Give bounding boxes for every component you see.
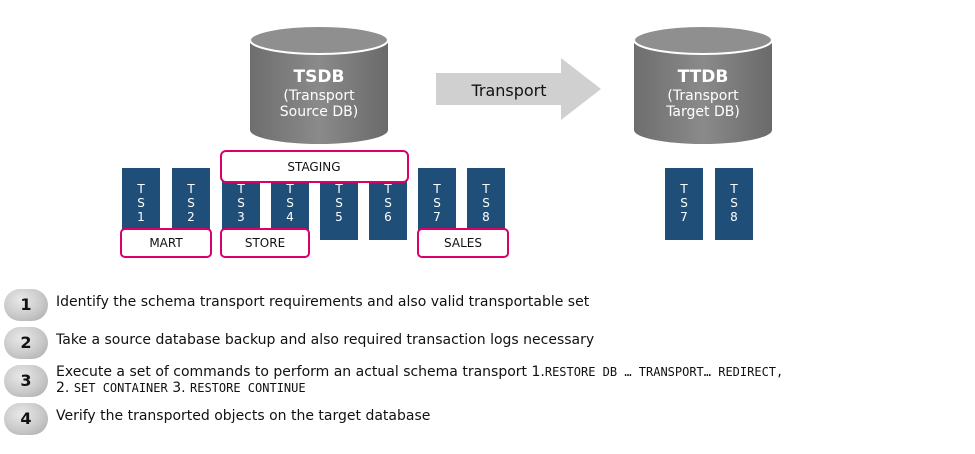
mart-schema-box: MART: [120, 228, 212, 258]
step-3-command-2: SET CONTAINER: [73, 381, 168, 395]
step-1-text: Identify the schema transport requiremen…: [56, 294, 590, 310]
ts1-letter-1: T: [136, 182, 145, 196]
step-3-line-2: 2. SET CONTAINER 3. RESTORE CONTINUE: [56, 380, 783, 396]
ts3-letter-1: T: [236, 182, 245, 196]
schema-transport-diagram: TSDB (Transport Source DB) TTDB (Transpo…: [120, 25, 773, 258]
target-db-cylinder: TTDB (Transport Target DB): [633, 25, 773, 144]
store-label: STORE: [245, 236, 285, 250]
source-db-title: TSDB: [294, 67, 345, 87]
step-2-number-badge: 2: [4, 327, 48, 359]
step-3-num-3: 3.: [172, 380, 186, 396]
step-1-number-badge: 1: [4, 289, 48, 321]
source-db-subtitle-2: Source DB): [280, 104, 358, 120]
target-ts7-letter-1: T: [679, 182, 688, 196]
target-ts7: T S 7: [665, 168, 703, 240]
step-3-num-2: 2.: [56, 380, 70, 396]
target-ts8-letter-2: S: [730, 196, 738, 210]
ts2-letter-2: S: [187, 196, 195, 210]
staging-schema-box: STAGING: [220, 150, 409, 183]
ts7-number: 7: [433, 210, 441, 224]
ts4-letter-2: S: [286, 196, 294, 210]
target-db-title: TTDB: [678, 67, 729, 87]
target-db-subtitle-1: (Transport: [667, 88, 739, 104]
ts5-number: 5: [335, 210, 343, 224]
ts4-letter-1: T: [285, 182, 294, 196]
ts8-number: 8: [482, 210, 490, 224]
staging-label: STAGING: [287, 160, 340, 174]
transport-arrow: Transport: [436, 58, 601, 120]
target-db-subtitle-2: Target DB): [665, 104, 740, 120]
ts7-letter-1: T: [432, 182, 441, 196]
ts7-letter-2: S: [433, 196, 441, 210]
ts6-number: 6: [384, 210, 392, 224]
mart-label: MART: [149, 236, 183, 250]
ts6-letter-2: S: [384, 196, 392, 210]
source-db-cylinder: TSDB (Transport Source DB): [249, 25, 389, 144]
store-schema-box: STORE: [220, 228, 310, 258]
ts5-letter-1: T: [334, 182, 343, 196]
step-3-command-1: RESTORE DB … TRANSPORT… REDIRECT,: [544, 365, 784, 379]
step-3-command-3: RESTORE CONTINUE: [190, 381, 306, 395]
sales-schema-box: SALES: [417, 228, 509, 258]
ts1-number: 1: [137, 210, 145, 224]
sales-label: SALES: [444, 236, 482, 250]
step-3-text: Execute a set of commands to perform an …: [56, 364, 783, 396]
ts2-number: 2: [187, 210, 195, 224]
target-ts8-letter-1: T: [729, 182, 738, 196]
ts1-letter-2: S: [137, 196, 145, 210]
target-ts7-number: 7: [680, 210, 688, 224]
step-4-number-badge: 4: [4, 403, 48, 435]
transport-label: Transport: [470, 81, 546, 100]
ts6-letter-1: T: [383, 182, 392, 196]
target-ts7-letter-2: S: [680, 196, 688, 210]
target-ts8-number: 8: [730, 210, 738, 224]
ts4-number: 4: [286, 210, 294, 224]
ts5-letter-2: S: [335, 196, 343, 210]
ts3-number: 3: [237, 210, 245, 224]
target-ts8: T S 8: [715, 168, 753, 240]
step-2-text: Take a source database backup and also r…: [56, 332, 595, 348]
ts2-letter-1: T: [186, 182, 195, 196]
source-db-subtitle-1: (Transport: [283, 88, 355, 104]
step-3-line-1: Execute a set of commands to perform an …: [56, 364, 783, 380]
ts8-letter-2: S: [482, 196, 490, 210]
step-4-text: Verify the transported objects on the ta…: [56, 408, 431, 424]
step-3-number-badge: 3: [4, 365, 48, 397]
ts3-letter-2: S: [237, 196, 245, 210]
ts8-letter-1: T: [481, 182, 490, 196]
step-3-intro: Execute a set of commands to perform an …: [56, 364, 545, 380]
